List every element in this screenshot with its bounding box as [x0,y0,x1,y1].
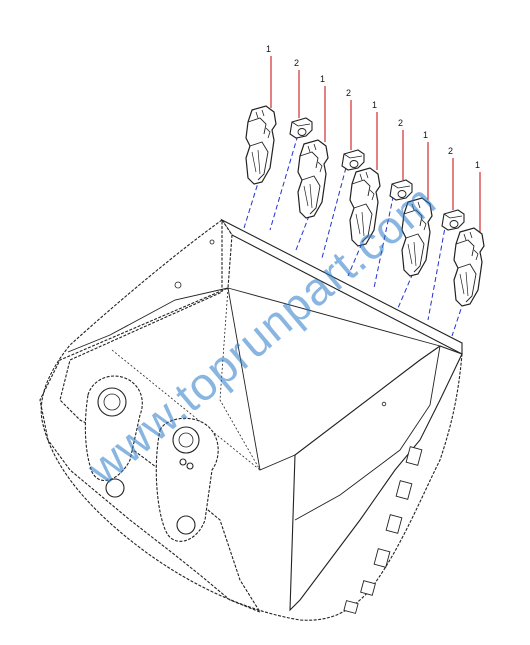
wear-pads [343,446,423,614]
retainer-clip-icon [341,149,365,171]
retainer-clip-icon [389,179,413,201]
callout-label: 2 [346,88,351,98]
callout-label: 1 [320,74,325,84]
callout-label: 1 [423,130,428,140]
callout-label: 1 [475,160,480,170]
bucket-tooth-icon [297,139,329,219]
callout-label: 2 [448,146,453,156]
callout-label: 2 [294,58,299,68]
bucket-shell [40,219,463,621]
callout-label: 1 [266,44,271,54]
bucket-tooth-icon [401,197,433,277]
bucket-teeth [245,105,485,307]
bucket-right-side [289,345,463,612]
callout-label: 1 [372,100,377,110]
bucket-tooth-icon [453,227,485,307]
callout-labels: 1 2 1 2 1 2 1 2 1 [266,44,480,170]
mounting-bracket-right [155,417,219,542]
callout-label: 2 [398,118,403,128]
retainer-clip-icon [441,209,465,231]
retainer-clip-icon [289,117,313,139]
callout-leaders [270,56,481,232]
excavator-bucket [39,218,463,621]
bucket-tooth-icon [349,167,381,247]
bucket-tooth-icon [245,105,277,185]
bucket-left-side [39,218,262,614]
mounting-bracket-left [84,375,143,498]
